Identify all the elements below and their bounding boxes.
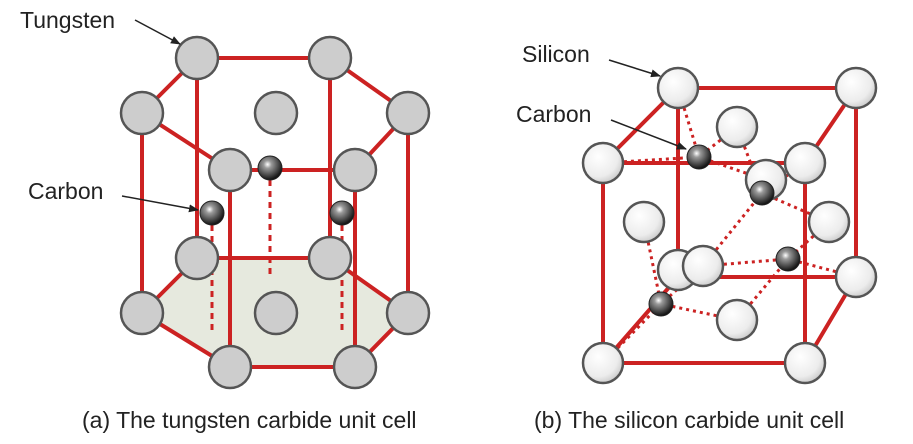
silicon-atom bbox=[807, 200, 851, 244]
silicon-atom bbox=[581, 341, 625, 385]
silicon-atom bbox=[783, 141, 827, 185]
carbon-atom bbox=[329, 200, 355, 226]
silicon-carbide-cell: Silicon Carbon bbox=[516, 41, 878, 385]
carbon-atom bbox=[648, 291, 674, 317]
tungsten-atom bbox=[253, 90, 299, 136]
carbon-atom bbox=[686, 144, 712, 170]
carbon-label-a: Carbon bbox=[28, 178, 103, 204]
tungsten-pointer-arrow bbox=[134, 19, 181, 45]
carbon-atom bbox=[199, 200, 225, 226]
tungsten-atom bbox=[119, 90, 165, 136]
silicon-atom bbox=[622, 200, 666, 244]
silicon-atom bbox=[581, 141, 625, 185]
tungsten-atom bbox=[332, 147, 378, 193]
carbon-label-b: Carbon bbox=[516, 101, 591, 127]
tungsten-atom bbox=[174, 35, 220, 81]
caption-b: (b) The silicon carbide unit cell bbox=[534, 407, 844, 433]
tungsten-atom bbox=[207, 147, 253, 193]
tungsten-atom bbox=[307, 35, 353, 81]
carbon-atom bbox=[749, 180, 775, 206]
tungsten-atom bbox=[253, 290, 299, 336]
carbon-atom bbox=[775, 246, 801, 272]
silicon-atom bbox=[834, 66, 878, 110]
carbon-pointer-arrow bbox=[121, 195, 199, 213]
silicon-pointer-arrow bbox=[608, 59, 661, 78]
tungsten-atom bbox=[332, 344, 378, 390]
carbon-atom bbox=[257, 155, 283, 181]
tungsten-atom bbox=[385, 90, 431, 136]
tungsten-atom bbox=[119, 290, 165, 336]
tungsten-label: Tungsten bbox=[20, 7, 115, 33]
tungsten-atom bbox=[385, 290, 431, 336]
silicon-atom bbox=[656, 66, 700, 110]
caption-a: (a) The tungsten carbide unit cell bbox=[82, 407, 417, 433]
silicon-atom bbox=[834, 255, 878, 299]
tungsten-carbide-cell: Tungsten Carbon bbox=[20, 7, 431, 390]
tungsten-atom bbox=[174, 235, 220, 281]
silicon-atom bbox=[783, 341, 827, 385]
silicon-atom bbox=[715, 105, 759, 149]
tungsten-atom bbox=[307, 235, 353, 281]
silicon-atom bbox=[715, 298, 759, 342]
tungsten-atom bbox=[207, 344, 253, 390]
silicon-label: Silicon bbox=[522, 41, 590, 67]
carbon-pointer-arrow bbox=[610, 119, 687, 150]
silicon-atom bbox=[681, 244, 725, 288]
